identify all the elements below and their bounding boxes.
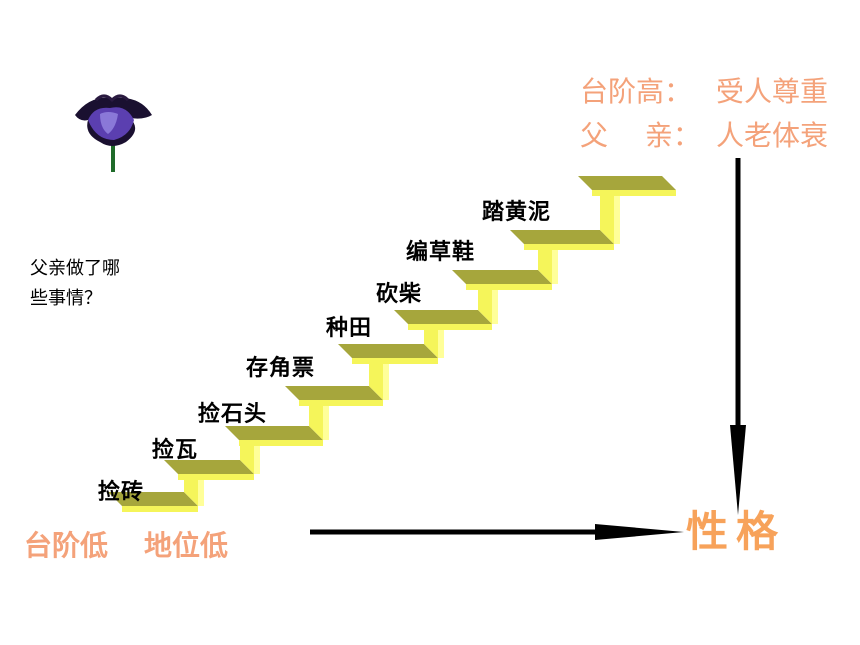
question-text: 父亲做了哪 些事情？ xyxy=(30,254,160,314)
step-riser-edge-3 xyxy=(323,400,329,440)
step-riser-edge-5 xyxy=(438,324,444,358)
step-tread-7 xyxy=(452,270,552,284)
step-front-7 xyxy=(466,284,552,290)
step-front-9 xyxy=(592,190,676,196)
flower-icon xyxy=(75,94,152,172)
question-line-2: 些事情？ xyxy=(30,288,102,309)
right-arrow xyxy=(310,524,684,540)
step-tread-6 xyxy=(394,310,492,324)
step-riser-edge-8 xyxy=(614,190,620,244)
step-label-4: 存角票 xyxy=(246,356,316,381)
step-riser-edge-2 xyxy=(254,440,260,474)
step-front-6 xyxy=(408,324,492,330)
step-front-3 xyxy=(239,440,323,446)
step-label-5: 种田 xyxy=(326,316,373,341)
step-label-8: 踏黄泥 xyxy=(482,200,552,225)
question-line-1: 父亲做了哪 xyxy=(30,258,120,279)
stair-high-label: 台阶高： xyxy=(580,75,693,108)
step-riser-edge-4 xyxy=(383,358,389,400)
stair-high-value: 受人尊重 xyxy=(716,75,829,108)
step-riser-edge-1 xyxy=(198,474,204,506)
step-tread-8 xyxy=(510,230,614,244)
step-front-4 xyxy=(299,400,383,406)
step-label-3: 捡石头 xyxy=(198,402,268,427)
step-front-8 xyxy=(524,244,614,250)
step-label-6: 砍柴 xyxy=(376,282,423,307)
step-front-1 xyxy=(122,506,198,512)
bottom-left-annotation: 台阶低 地位低 xyxy=(24,524,228,564)
step-label-7: 编草鞋 xyxy=(406,240,476,265)
step-riser-edge-7 xyxy=(552,244,558,284)
step-tread-1 xyxy=(108,492,198,506)
step-tread-4 xyxy=(285,386,383,400)
step-riser-edge-6 xyxy=(492,284,498,324)
father-value: 人老体衰 xyxy=(716,119,829,152)
down-arrow xyxy=(730,158,746,515)
step-front-5 xyxy=(352,358,438,364)
step-tread-9 xyxy=(578,176,676,190)
step-front-2 xyxy=(178,474,254,480)
stair-low-label: 台阶低 xyxy=(24,529,109,562)
step-label-2: 捡瓦 xyxy=(152,438,199,463)
status-low-label: 地位低 xyxy=(144,529,229,562)
step-tread-5 xyxy=(338,344,438,358)
result-label: 性格 xyxy=(686,507,787,556)
step-label-1: 捡砖 xyxy=(98,480,145,505)
top-right-annotation: 台阶高： 受人尊重 父 亲： 人老体衰 xyxy=(580,70,828,158)
father-label: 父 亲： xyxy=(580,119,701,152)
step-tread-2 xyxy=(164,460,254,474)
step-tread-3 xyxy=(225,426,323,440)
